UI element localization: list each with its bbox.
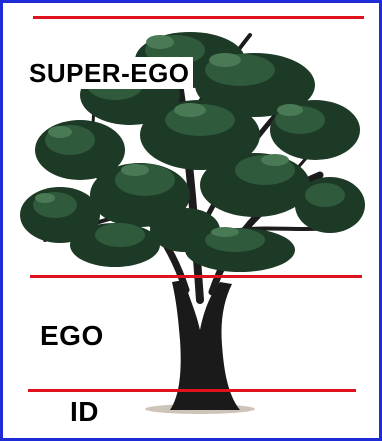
diagram-frame (0, 0, 382, 441)
diagram-canvas: SUPER-EGO EGO ID (0, 0, 382, 441)
